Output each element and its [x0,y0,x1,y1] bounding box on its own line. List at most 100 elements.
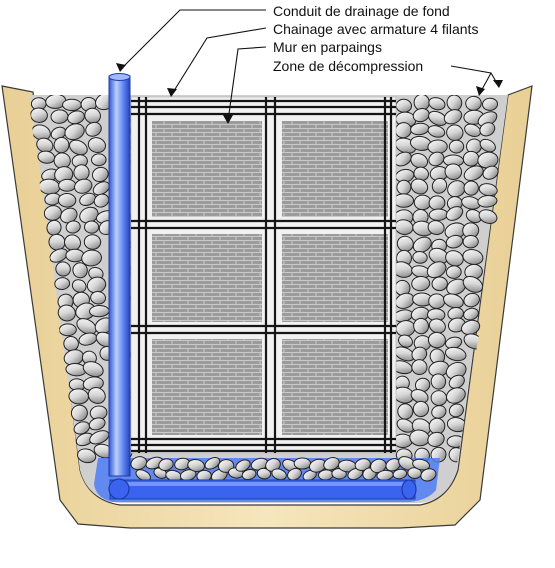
gravel-stone [428,293,446,310]
gravel-stone [428,195,446,211]
gravel-stone [462,234,479,249]
gravel-stone [427,431,445,447]
gravel-stone [445,265,462,279]
gravel-stones [30,95,499,464]
gravel-stone [431,276,448,292]
gravel-stone [64,123,85,141]
gravel-stone [398,334,413,348]
gravel-stone [482,165,499,180]
gravel-stone [287,467,302,481]
gravel-stone [479,138,496,153]
gravel-stone [91,166,109,183]
leader-lines [119,9,499,122]
gravel-stone [83,234,102,250]
gravel-stone [463,165,484,182]
gravel-stone [444,163,463,181]
gravel-stone [431,177,448,194]
block-panel [282,234,388,322]
gravel-stone [82,361,104,378]
gravel-stone [412,400,429,418]
gravel-stone [426,261,447,279]
gravel-stone [67,110,85,125]
leader-arrowheads [116,63,503,124]
gravel-stone [443,293,464,309]
gravel-stone [410,178,429,195]
gravel-stone [74,178,93,194]
gravel-stone [76,318,97,335]
gravel-stone [430,373,447,390]
gravel-stone [30,107,48,123]
gravel-stone [46,219,62,236]
gravel-stone [392,468,408,480]
gravel-stone [395,98,412,113]
gravel-stone [64,234,81,251]
gravel-stone [477,195,498,208]
gravel-stone [463,292,480,308]
gravel-stone [445,206,464,221]
gravel-stone [446,124,464,142]
label-decompression-zone: Zone de décompression [273,58,424,74]
pipe-top-opening [108,73,131,81]
gravel-stone [462,249,484,265]
leader-decompression [450,65,499,86]
gravel-stone [414,377,431,393]
rebar-chaining [131,97,396,453]
gravel-stones-bottom [130,456,437,483]
gravel-stone [69,139,88,156]
gravel-stone [70,404,88,422]
gravel-stone [187,459,205,472]
gravel-stone [428,97,446,111]
gravel-stone [447,180,466,198]
gravel-stone [130,456,148,470]
gravel-stone [62,98,82,112]
gravel-stone [420,468,437,482]
gravel-stone [478,209,498,224]
pipe-end [401,479,417,500]
gravel-stone [81,249,102,267]
gravel-stone [463,180,479,196]
gravel-stone [77,448,97,464]
gravel-stone [427,220,445,236]
gravel-stone [58,178,77,192]
gravel-stone [482,97,498,111]
block-wall [152,121,388,435]
gravel-stone [57,192,77,208]
gravel-stone [462,150,480,167]
gravel-stone [445,234,464,249]
gravel-stone [90,291,107,305]
gravel-stone [462,275,484,293]
leader-chaining [171,27,267,95]
gravel-stone [479,122,496,137]
gravel-stone [89,304,110,318]
gravel-stone [241,468,257,481]
block-panel [152,121,262,217]
gravel-stone [431,405,447,419]
gravel-stone [84,220,100,234]
gravel-stone [87,137,106,154]
gravel-stone [65,220,81,234]
gravel-stone [443,109,463,125]
gravel-stone [71,279,87,293]
gravel-stone [444,346,467,362]
gravel-stone [256,467,272,480]
gravel-stone [411,359,428,376]
gravel-stone [93,193,110,208]
gravel-stone [204,457,221,470]
gravel-stone [412,458,431,471]
gravel-stone [448,403,464,418]
pipe-elbow [108,478,130,500]
gravel-stone [91,153,107,167]
gravel-stone [85,121,102,137]
gravel-stone [48,233,66,251]
gravel-stone [393,193,415,208]
gravel-stone [427,125,446,138]
label-block-wall: Mur en parpaings [273,39,382,55]
gravel-stone [448,139,465,154]
gravel-stone [293,457,312,470]
gravel-stone [323,457,340,471]
gravel-stone [464,123,482,137]
gravel-stone [428,208,449,221]
gravel-stone [397,403,414,420]
pipe-vertical [108,75,131,477]
